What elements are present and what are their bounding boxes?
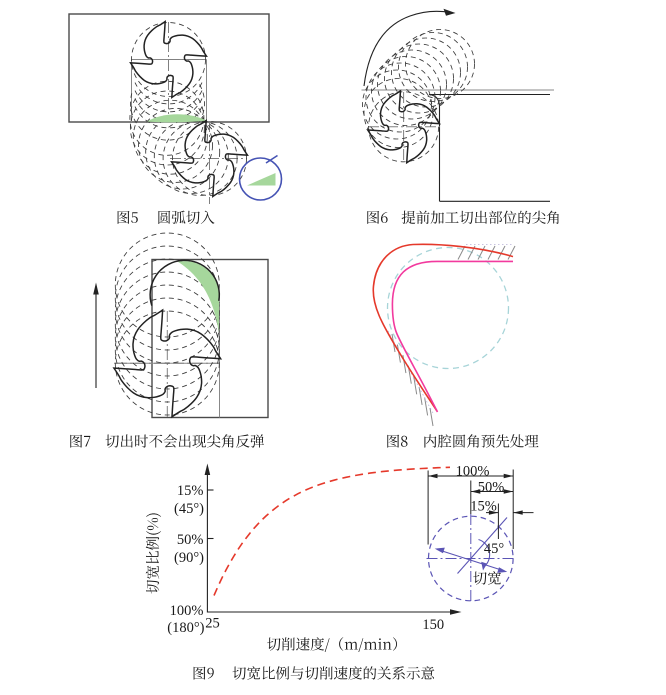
svg-text:100%: 100% (456, 464, 490, 480)
svg-text:100%: 100% (170, 603, 204, 619)
svg-text:50%: 50% (177, 532, 204, 548)
svg-text:15%: 15% (177, 483, 204, 499)
svg-text:(180°): (180°) (167, 620, 204, 636)
svg-text:(45°): (45°) (174, 501, 204, 517)
svg-text:50%: 50% (478, 479, 505, 495)
svg-text:150: 150 (422, 617, 444, 633)
svg-text:25: 25 (205, 616, 220, 632)
svg-text:(90°): (90°) (174, 550, 204, 566)
svg-text:15%: 15% (470, 499, 497, 515)
svg-text:45°: 45° (484, 541, 505, 557)
